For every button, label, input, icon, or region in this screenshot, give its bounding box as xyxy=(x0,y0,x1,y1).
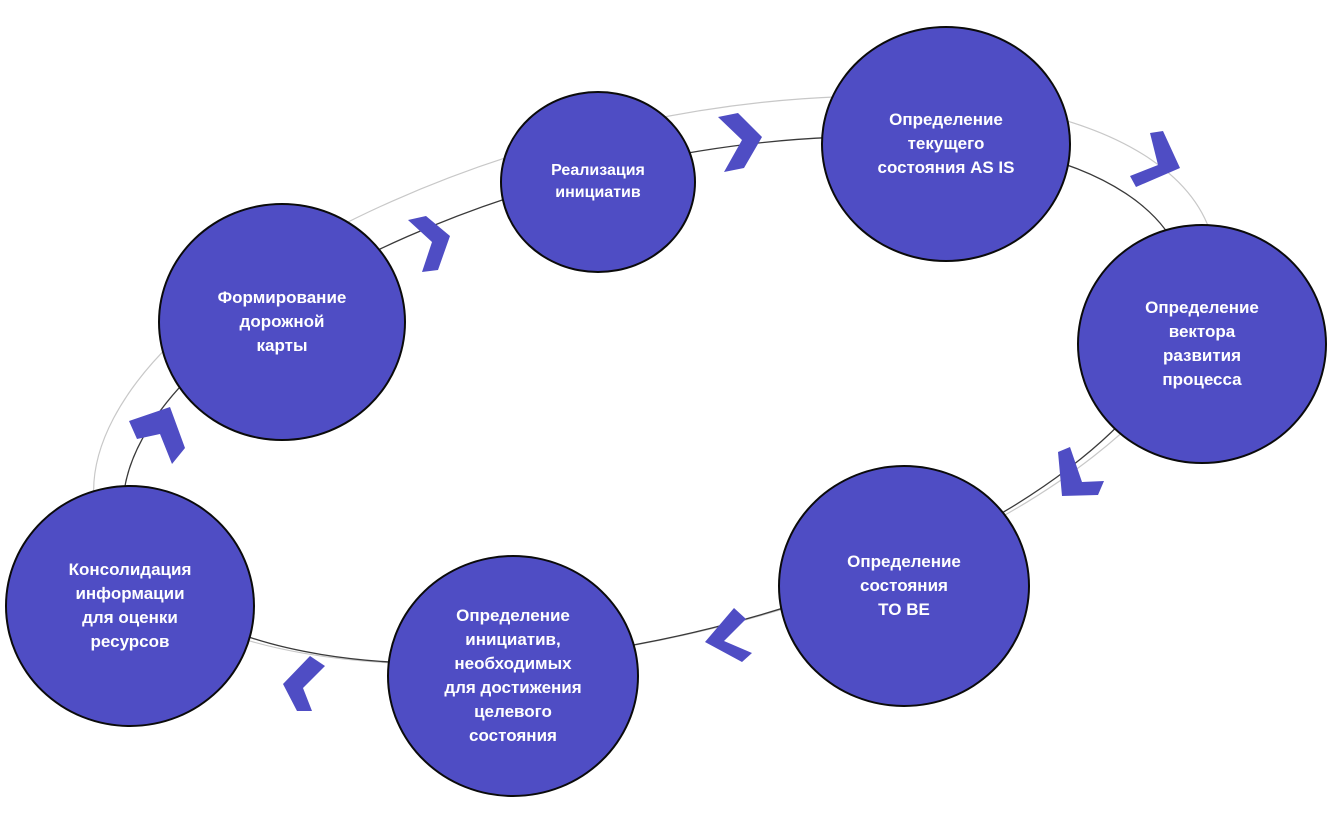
node-label: Реализация инициатив xyxy=(551,162,645,201)
chevron-icon xyxy=(129,407,185,464)
node-to-be: Определение состояния TO BE xyxy=(778,465,1030,707)
chevron-icon xyxy=(718,113,762,172)
chevron-icon xyxy=(1130,131,1180,187)
chevron-icon xyxy=(705,608,752,662)
node-label: Определение состояния TO BE xyxy=(847,552,961,619)
chevron-icon xyxy=(408,216,450,272)
node-as-is: Определение текущего состояния AS IS xyxy=(821,26,1071,262)
chevron-icon xyxy=(283,656,325,711)
chevron-icon xyxy=(1058,447,1104,496)
node-label: Определение вектора развития процесса xyxy=(1145,298,1259,389)
node-initiatives: Определение инициатив, необходимых для д… xyxy=(387,555,639,797)
node-label: Консолидация информации для оценки ресур… xyxy=(68,560,192,651)
node-label: Определение инициатив, необходимых для д… xyxy=(444,606,582,745)
node-roadmap: Формирование дорожной карты xyxy=(158,203,406,441)
arrows xyxy=(129,113,1180,711)
node-realization: Реализация инициатив xyxy=(500,91,696,273)
node-label: Формирование дорожной карты xyxy=(217,288,347,355)
node-label: Определение текущего состояния AS IS xyxy=(877,110,1015,177)
node-vector: Определение вектора развития процесса xyxy=(1077,224,1327,464)
node-consolidation: Консолидация информации для оценки ресур… xyxy=(5,485,255,727)
